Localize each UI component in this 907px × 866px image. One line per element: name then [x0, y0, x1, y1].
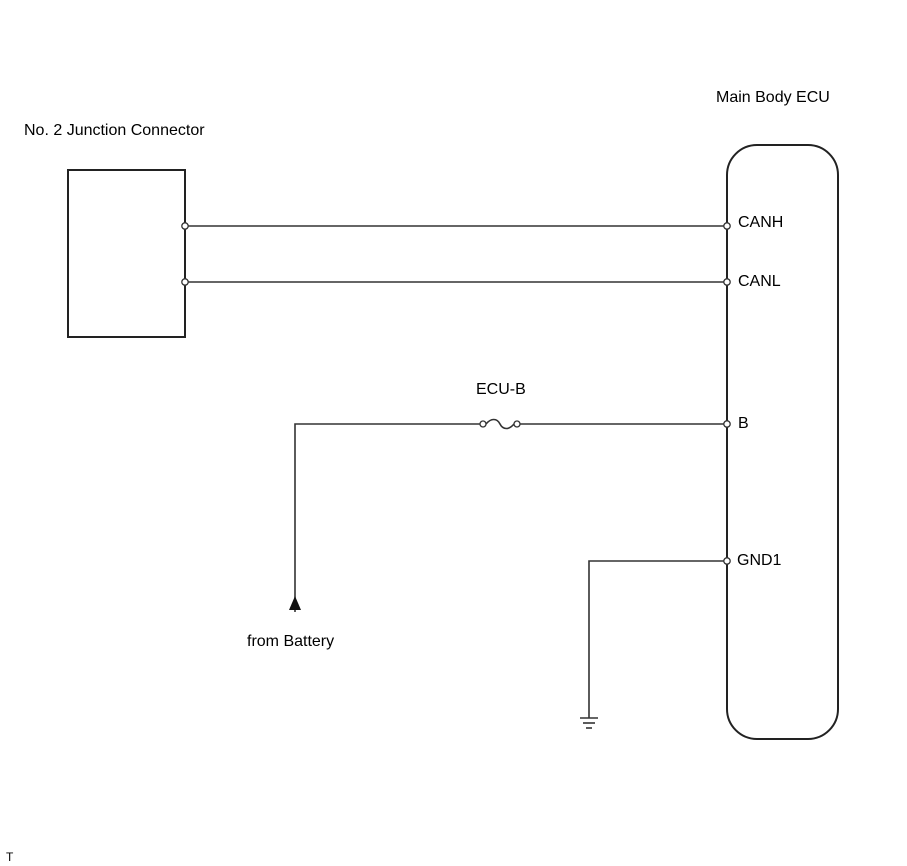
ecu-pin-gnd1 — [723, 557, 731, 565]
battery-wire — [294, 423, 482, 612]
junction-connector-label: No. 2 Junction Connector — [24, 122, 205, 139]
ecu-pin-canl — [723, 278, 731, 286]
pin-label-canl: CANL — [738, 273, 781, 290]
junction-connector-box — [67, 169, 186, 338]
pin-label-canh: CANH — [738, 214, 784, 231]
ground-wire — [588, 560, 727, 718]
ecu-pin-b — [723, 420, 731, 428]
main-body-ecu-label: Main Body ECU — [716, 89, 830, 106]
from-battery-arrow-icon — [289, 596, 301, 610]
junction-pin-canl — [181, 278, 189, 286]
main-body-ecu-box — [726, 144, 839, 740]
fuse-ecu-b-symbol — [479, 418, 521, 430]
from-battery-label: from Battery — [247, 633, 335, 650]
pin-label-b: B — [738, 415, 749, 432]
footer-mark: T — [6, 850, 14, 864]
junction-pin-canh — [181, 222, 189, 230]
ecu-pin-canh — [723, 222, 731, 230]
fuse-label: ECU-B — [476, 381, 526, 398]
ground-icon — [580, 717, 598, 729]
pin-label-gnd1: GND1 — [737, 552, 782, 569]
